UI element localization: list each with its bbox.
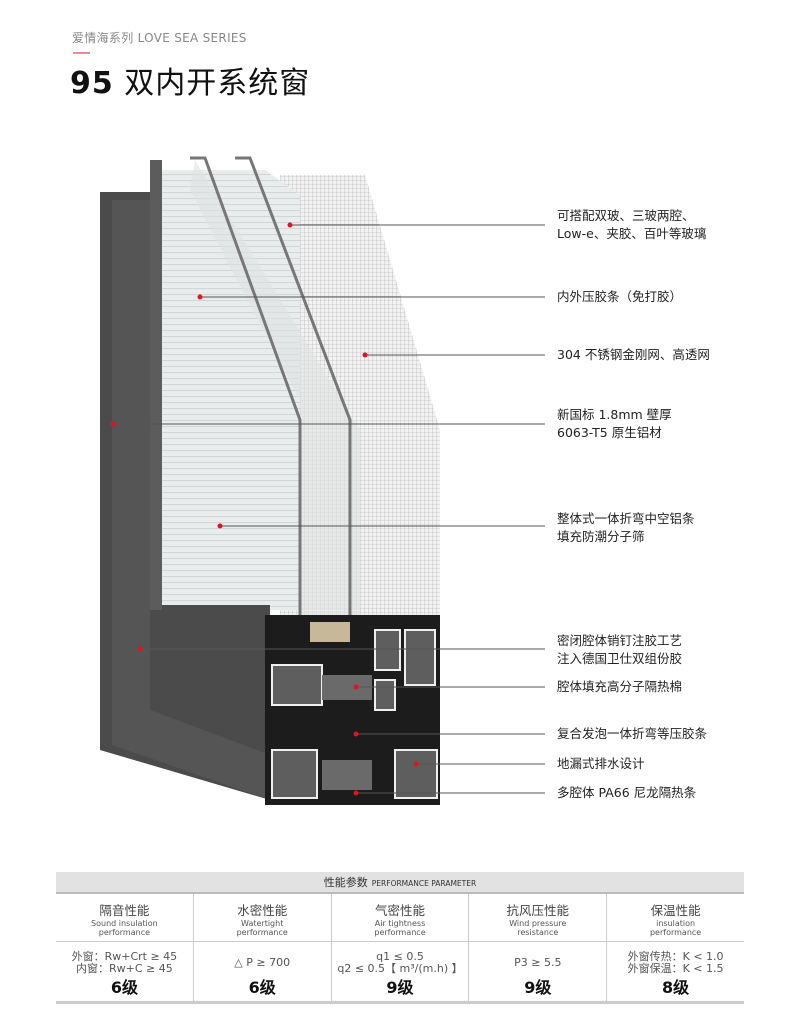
annotation-sealing: 密闭腔体销钉注胶工艺注入德国卫仕双组份胶 xyxy=(557,633,683,666)
accent-divider xyxy=(73,52,90,54)
series-label: 爱情海系列 LOVE SEA SERIES xyxy=(72,31,247,45)
title-text: 双内开系统窗 xyxy=(124,66,311,101)
annotation-gaskets: 内外压胶条（免打胶） xyxy=(557,289,683,304)
annotation-insulation-cotton: 腔体填充高分子隔热棉 xyxy=(557,679,683,694)
page-title: 95 双内开系统窗 xyxy=(70,58,310,102)
annotation-thermal-strip: 多腔体 PA66 尼龙隔热条 xyxy=(557,785,697,800)
glass-edge xyxy=(190,156,352,620)
annotation-foam-gasket: 复合发泡一体折弯等压胶条 xyxy=(557,726,708,741)
window-cross-section-illustration xyxy=(100,156,545,805)
annotation-mesh: 304 不锈钢金刚网、高透网 xyxy=(557,347,710,362)
annotation-spacer: 整体式一体折弯中空铝条填充防潮分子筛 xyxy=(557,511,695,544)
title-number: 95 xyxy=(70,66,114,101)
annotation-drainage: 地漏式排水设计 xyxy=(557,756,645,771)
annotation-glass-options: 可搭配双玻、三玻两腔、Low-e、夹胶、百叶等玻璃 xyxy=(557,208,707,241)
